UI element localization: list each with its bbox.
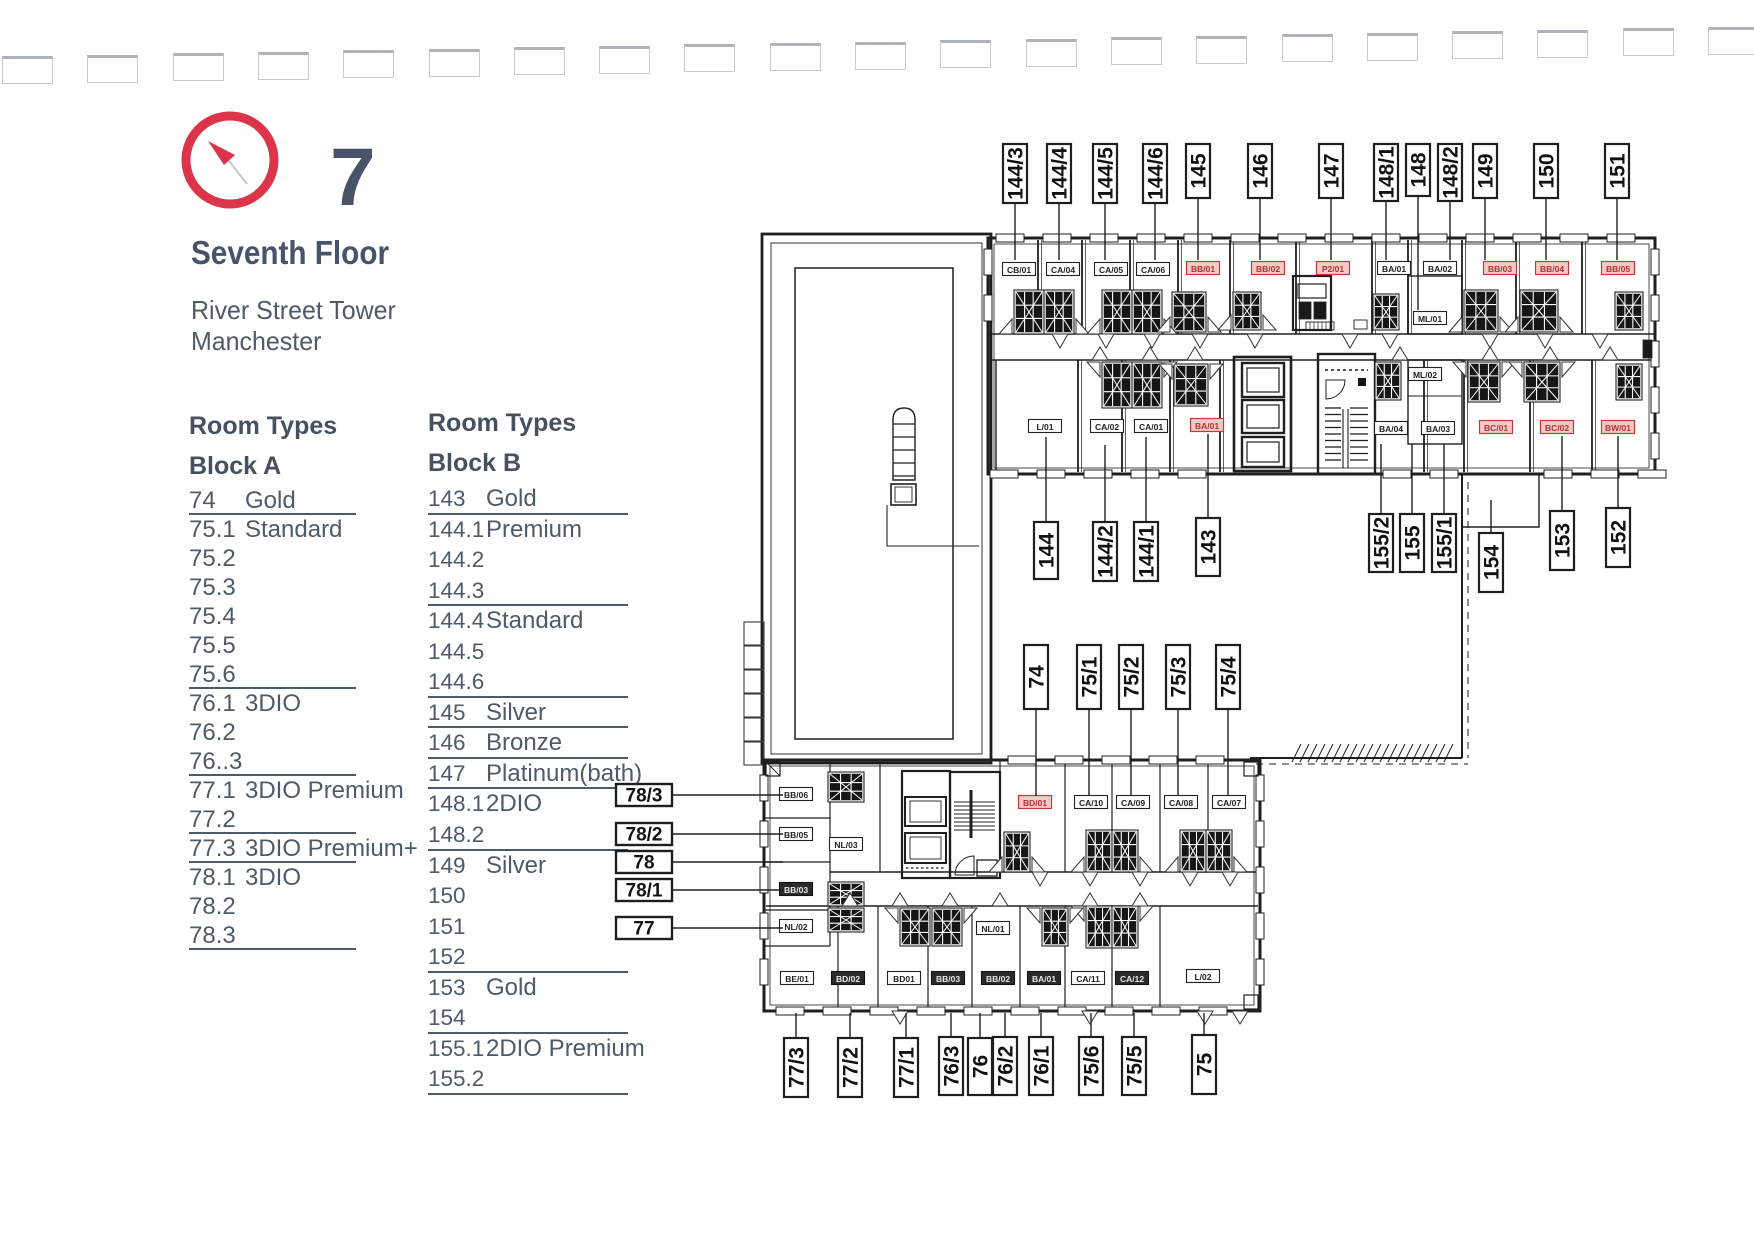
svg-text:148/2: 148/2 bbox=[1440, 146, 1463, 199]
svg-text:77/3: 77/3 bbox=[786, 1047, 809, 1088]
svg-text:152: 152 bbox=[1608, 520, 1631, 555]
svg-text:75/5: 75/5 bbox=[1124, 1045, 1147, 1086]
svg-text:143: 143 bbox=[1198, 529, 1221, 564]
svg-text:L/01: L/01 bbox=[1036, 422, 1053, 432]
svg-text:146: 146 bbox=[1250, 153, 1273, 188]
svg-text:CA/06: CA/06 bbox=[1141, 265, 1165, 275]
svg-text:CA/10: CA/10 bbox=[1079, 798, 1103, 808]
svg-text:76: 76 bbox=[970, 1055, 993, 1078]
svg-text:BA/01: BA/01 bbox=[1032, 974, 1056, 984]
svg-text:BB/03: BB/03 bbox=[936, 974, 960, 984]
svg-text:BA/04: BA/04 bbox=[1379, 424, 1403, 434]
svg-text:BB/03: BB/03 bbox=[784, 885, 808, 895]
svg-text:76/3: 76/3 bbox=[941, 1046, 964, 1087]
svg-text:BA/01: BA/01 bbox=[1382, 264, 1406, 274]
svg-text:78/3: 78/3 bbox=[626, 786, 663, 807]
svg-text:NL/02: NL/02 bbox=[784, 922, 807, 932]
svg-text:78: 78 bbox=[633, 853, 654, 874]
svg-text:155: 155 bbox=[1402, 525, 1425, 560]
svg-text:150: 150 bbox=[1536, 153, 1559, 188]
svg-text:P2/01: P2/01 bbox=[1322, 264, 1344, 274]
svg-text:BE/01: BE/01 bbox=[785, 974, 809, 984]
svg-text:NL/03: NL/03 bbox=[834, 840, 857, 850]
svg-text:75/2: 75/2 bbox=[1121, 657, 1144, 698]
svg-text:155/2: 155/2 bbox=[1371, 517, 1394, 570]
svg-text:BC/02: BC/02 bbox=[1545, 423, 1569, 433]
svg-text:CA/08: CA/08 bbox=[1169, 798, 1193, 808]
svg-text:CA/01: CA/01 bbox=[1139, 422, 1163, 432]
svg-text:BB/04: BB/04 bbox=[1540, 264, 1564, 274]
svg-text:144/4: 144/4 bbox=[1049, 147, 1072, 200]
svg-text:BB/05: BB/05 bbox=[1606, 264, 1630, 274]
svg-text:144/3: 144/3 bbox=[1005, 147, 1028, 200]
svg-text:CA/04: CA/04 bbox=[1051, 265, 1075, 275]
svg-text:CA/11: CA/11 bbox=[1076, 974, 1100, 984]
svg-text:75/6: 75/6 bbox=[1081, 1046, 1104, 1087]
svg-text:75: 75 bbox=[1194, 1053, 1217, 1077]
svg-text:CB/01: CB/01 bbox=[1007, 265, 1031, 275]
svg-text:75/1: 75/1 bbox=[1079, 656, 1102, 697]
svg-text:NL/01: NL/01 bbox=[981, 924, 1004, 934]
svg-text:144/6: 144/6 bbox=[1145, 147, 1168, 200]
svg-text:148/1: 148/1 bbox=[1376, 146, 1399, 199]
svg-text:144/5: 144/5 bbox=[1095, 147, 1118, 200]
svg-text:BW/01: BW/01 bbox=[1605, 423, 1631, 433]
svg-text:75/3: 75/3 bbox=[1168, 657, 1191, 698]
svg-text:144: 144 bbox=[1036, 533, 1059, 568]
svg-text:BA/02: BA/02 bbox=[1428, 264, 1452, 274]
svg-text:BB/05: BB/05 bbox=[784, 830, 808, 840]
svg-text:76/2: 76/2 bbox=[995, 1046, 1018, 1087]
svg-text:75/4: 75/4 bbox=[1218, 656, 1241, 697]
svg-text:77: 77 bbox=[633, 919, 654, 940]
svg-text:L/02: L/02 bbox=[1194, 972, 1211, 982]
svg-text:BA/03: BA/03 bbox=[1426, 424, 1450, 434]
svg-text:151: 151 bbox=[1607, 153, 1630, 188]
svg-text:BC/01: BC/01 bbox=[1484, 423, 1508, 433]
svg-text:CA/09: CA/09 bbox=[1121, 798, 1145, 808]
svg-text:BD01: BD01 bbox=[893, 974, 915, 984]
svg-text:ML/01: ML/01 bbox=[1418, 314, 1442, 324]
svg-text:77/2: 77/2 bbox=[840, 1047, 863, 1088]
svg-text:BB/02: BB/02 bbox=[1256, 264, 1280, 274]
svg-text:148: 148 bbox=[1408, 152, 1431, 187]
svg-text:154: 154 bbox=[1481, 545, 1504, 580]
svg-text:155/1: 155/1 bbox=[1434, 516, 1457, 569]
svg-text:78/1: 78/1 bbox=[626, 881, 663, 902]
svg-text:BD/02: BD/02 bbox=[836, 974, 860, 984]
svg-text:74: 74 bbox=[1026, 665, 1049, 689]
svg-text:BA/01: BA/01 bbox=[1195, 421, 1219, 431]
svg-text:BB/01: BB/01 bbox=[1191, 264, 1215, 274]
svg-text:78/2: 78/2 bbox=[626, 825, 663, 846]
svg-text:CA/05: CA/05 bbox=[1099, 265, 1123, 275]
svg-text:BD/01: BD/01 bbox=[1023, 798, 1047, 808]
svg-text:CA/02: CA/02 bbox=[1095, 422, 1119, 432]
svg-text:BB/06: BB/06 bbox=[784, 790, 808, 800]
svg-text:147: 147 bbox=[1321, 153, 1344, 188]
svg-text:CA/07: CA/07 bbox=[1217, 798, 1241, 808]
svg-text:ML/02: ML/02 bbox=[1413, 370, 1437, 380]
svg-text:145: 145 bbox=[1188, 153, 1211, 188]
svg-text:CA/12: CA/12 bbox=[1120, 974, 1144, 984]
svg-text:149: 149 bbox=[1475, 153, 1498, 188]
svg-text:144/1: 144/1 bbox=[1136, 525, 1159, 578]
svg-text:76/1: 76/1 bbox=[1031, 1045, 1054, 1086]
svg-text:77/1: 77/1 bbox=[896, 1047, 919, 1088]
svg-text:BB/03: BB/03 bbox=[1488, 264, 1512, 274]
svg-text:144/2: 144/2 bbox=[1095, 525, 1118, 578]
svg-text:BB/02: BB/02 bbox=[986, 974, 1010, 984]
svg-text:153: 153 bbox=[1552, 523, 1575, 558]
